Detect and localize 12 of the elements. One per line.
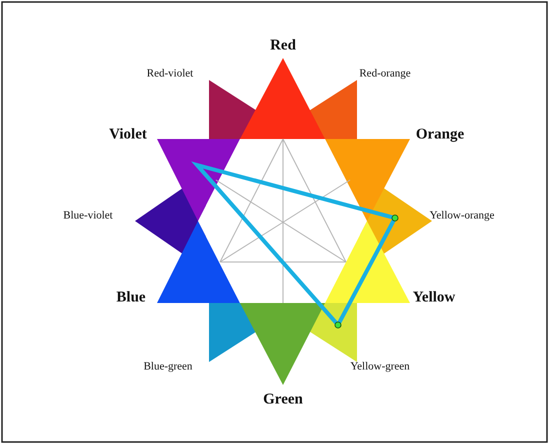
color-label: Red-violet (146, 68, 194, 80)
color-label: Blue-green (144, 362, 192, 372)
color-label: Yellow-green (350, 362, 410, 372)
color-label: Blue-violet (63, 210, 113, 222)
color-label: Violet (109, 128, 147, 142)
color-label: Blue (116, 290, 146, 306)
color-label: Green (263, 392, 303, 408)
color-label: Yellow (412, 290, 456, 306)
color-label: Red-orange (359, 68, 411, 80)
color-label: Red (270, 38, 296, 54)
color-label: Orange (416, 128, 464, 142)
color-label: Yellow-orange (430, 210, 494, 222)
